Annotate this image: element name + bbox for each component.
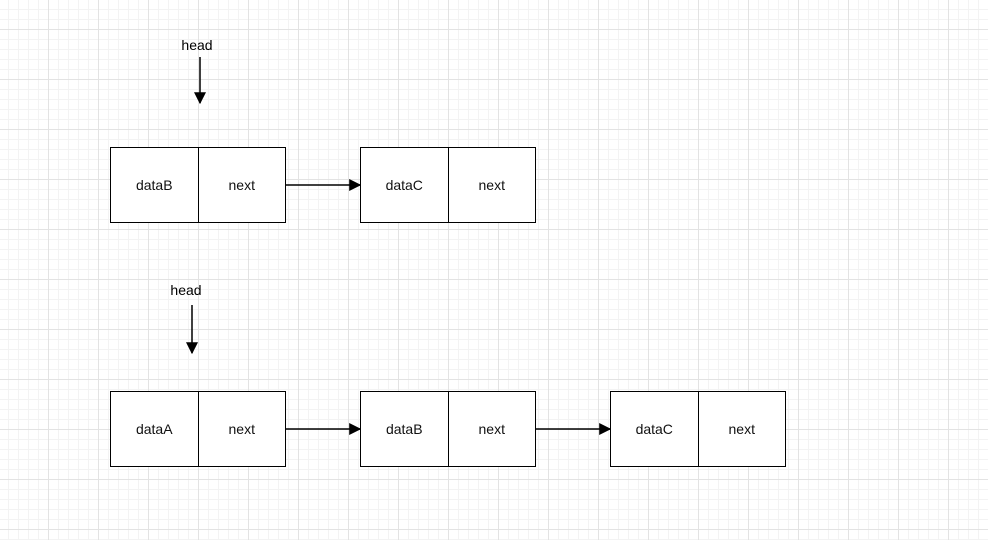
bottom-node-2: dataB next [360,391,536,467]
top-node-1: dataB next [110,147,286,223]
bottom-node-3: dataC next [610,391,786,467]
bottom-head-label: head [170,282,202,298]
node-data-cell: dataB [361,392,449,466]
node-data-cell: dataC [611,392,699,466]
node-next-cell: next [478,177,505,193]
bottom-node-1: dataA next [110,391,286,467]
node-data-cell: dataA [111,392,199,466]
node-data-cell: dataC [361,148,449,222]
node-next-cell: next [228,421,255,437]
top-head-label: head [181,37,213,53]
node-next-cell: next [228,177,255,193]
node-data-cell: dataB [111,148,199,222]
node-next-cell: next [728,421,755,437]
node-next-cell: next [478,421,505,437]
top-node-2: dataC next [360,147,536,223]
